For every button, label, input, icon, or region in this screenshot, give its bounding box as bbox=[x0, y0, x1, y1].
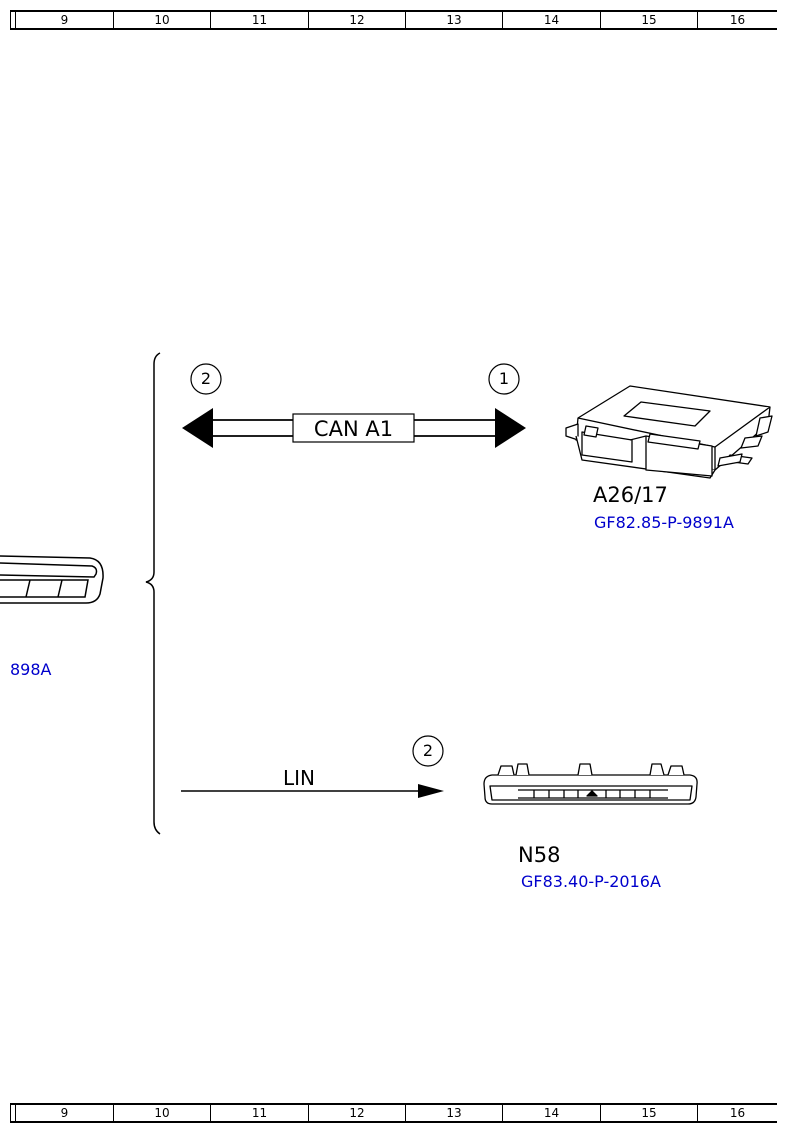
a26-module-name: A26/17 bbox=[593, 483, 668, 507]
n58-module-name: N58 bbox=[518, 843, 561, 867]
ruler-col-14: 14 bbox=[502, 12, 600, 28]
ruler-col-11: 11 bbox=[210, 1105, 308, 1121]
ruler-col-11: 11 bbox=[210, 12, 308, 28]
can-marker-right-circle bbox=[488, 363, 520, 395]
a26-module-code[interactable]: GF82.85-P-9891A bbox=[594, 513, 734, 532]
ruler-col-12: 12 bbox=[308, 12, 405, 28]
can-marker-right-number: 1 bbox=[498, 369, 510, 388]
ruler-col-16: 16 bbox=[697, 12, 777, 28]
ruler-col-15: 15 bbox=[600, 12, 697, 28]
ruler-col-15: 15 bbox=[600, 1105, 697, 1121]
can-marker-left-number: 2 bbox=[200, 369, 212, 388]
can-label-box bbox=[292, 413, 415, 443]
ruler-col-13: 13 bbox=[405, 1105, 502, 1121]
ruler-edge bbox=[10, 12, 12, 28]
ruler-col-9: 9 bbox=[15, 12, 113, 28]
n58-module-code[interactable]: GF83.40-P-2016A bbox=[521, 872, 661, 891]
ruler-col-10: 10 bbox=[113, 1105, 210, 1121]
lin-bus-line bbox=[181, 784, 444, 798]
can-arrowhead-left bbox=[182, 408, 213, 448]
can-bus-line bbox=[182, 408, 526, 448]
lin-marker-circle bbox=[412, 735, 444, 767]
ruler-col-12: 12 bbox=[308, 1105, 405, 1121]
ruler-edge bbox=[10, 1105, 12, 1121]
left-device-code[interactable]: 898A bbox=[10, 660, 52, 679]
can-marker-left-circle bbox=[190, 363, 222, 395]
lin-arrowhead bbox=[418, 784, 444, 798]
can-arrowhead-right bbox=[495, 408, 526, 448]
column-ruler-bottom: 9 10 11 12 13 14 15 16 bbox=[10, 1103, 777, 1123]
ruler-col-13: 13 bbox=[405, 12, 502, 28]
left-device-illustration bbox=[0, 555, 104, 604]
column-ruler-top: 9 10 11 12 13 14 15 16 bbox=[10, 10, 777, 30]
n58-panel-illustration bbox=[483, 763, 698, 805]
lin-marker-number: 2 bbox=[422, 741, 434, 760]
ruler-col-9: 9 bbox=[15, 1105, 113, 1121]
bus-brace bbox=[145, 352, 161, 835]
can-bus-label: CAN A1 bbox=[313, 417, 394, 441]
ruler-col-14: 14 bbox=[502, 1105, 600, 1121]
a26-module-illustration bbox=[565, 385, 773, 479]
lin-bus-label: LIN bbox=[283, 766, 316, 790]
ruler-col-16: 16 bbox=[697, 1105, 777, 1121]
ruler-col-10: 10 bbox=[113, 12, 210, 28]
